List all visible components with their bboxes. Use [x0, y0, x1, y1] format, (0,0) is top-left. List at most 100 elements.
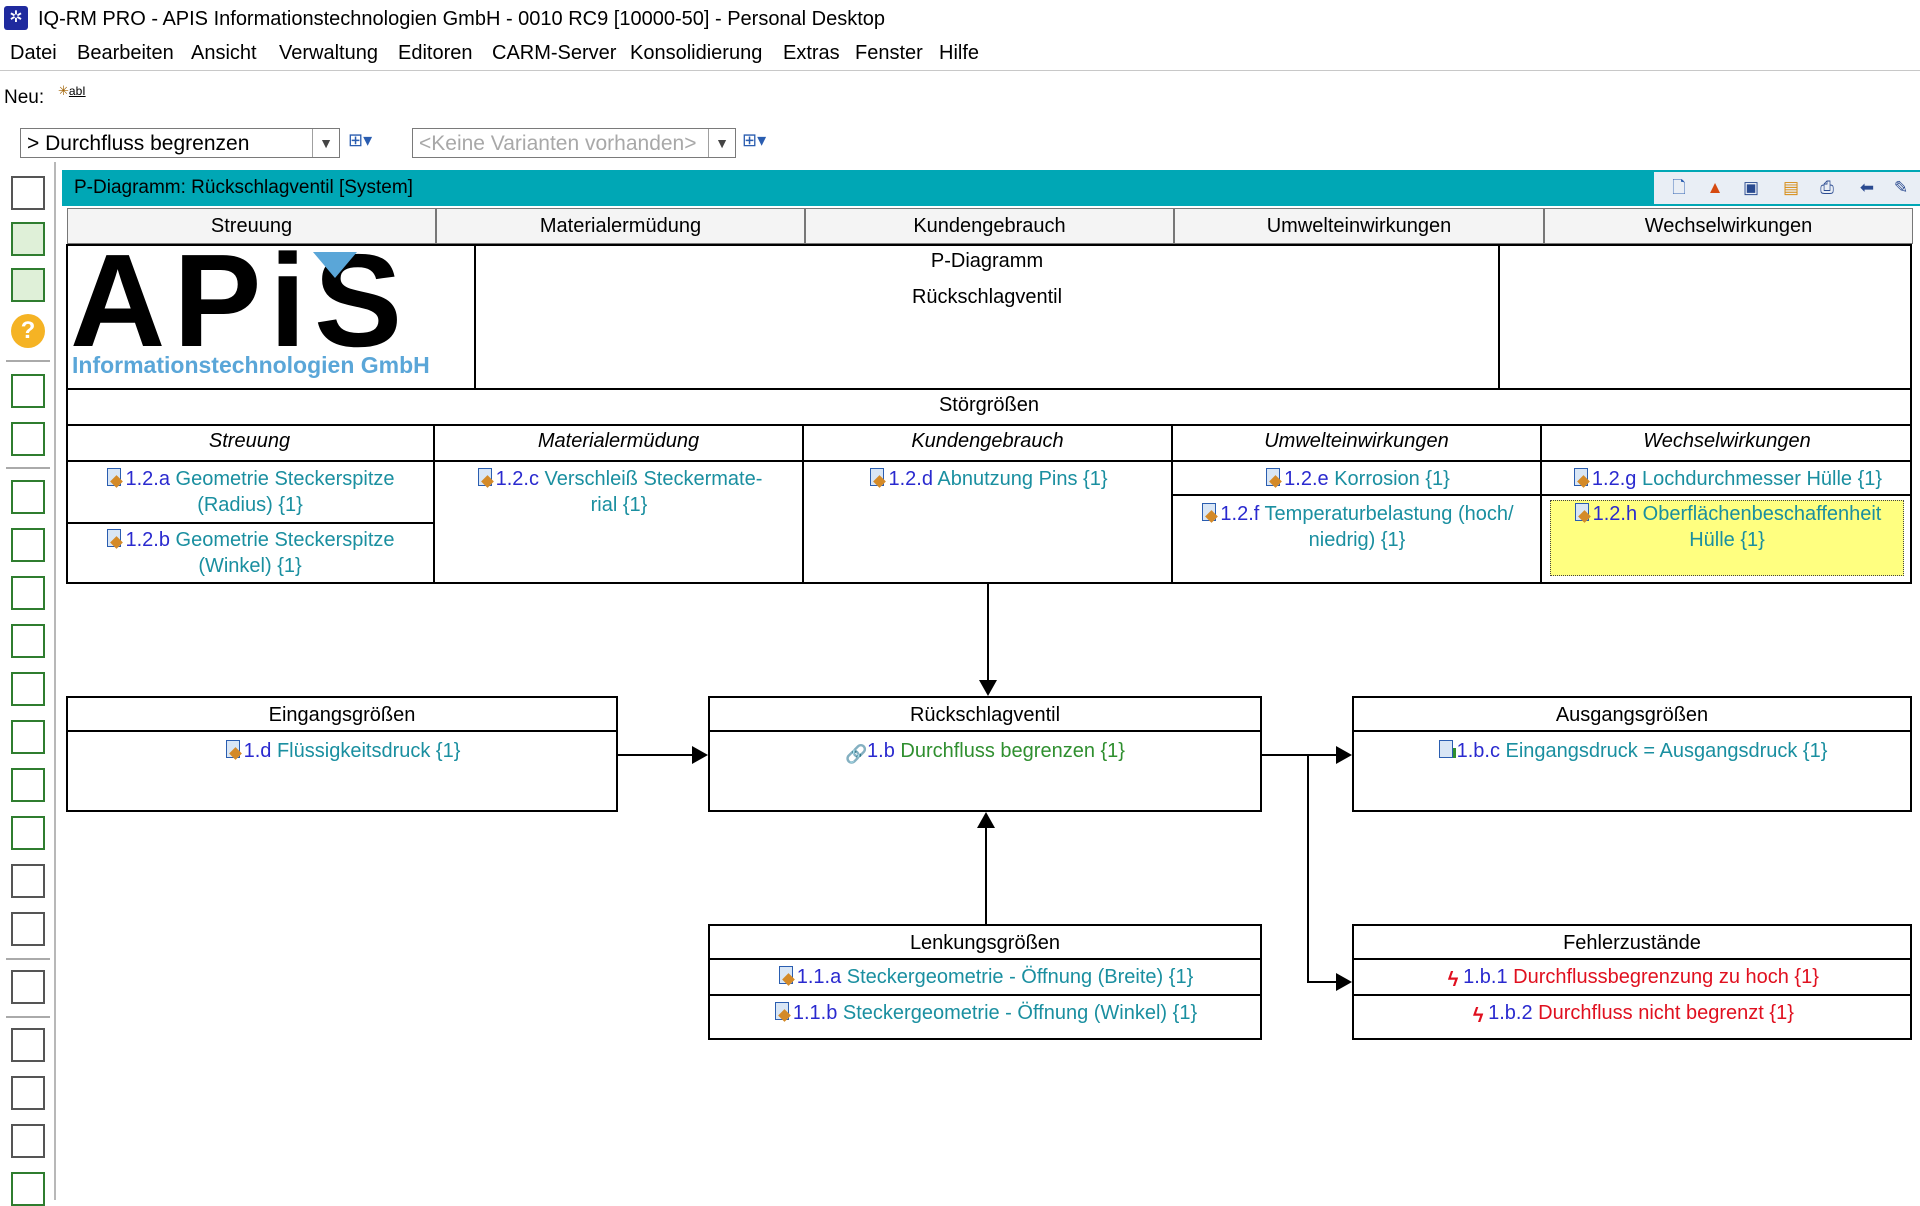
chevron-down-icon[interactable]: ▼	[312, 129, 339, 157]
export-icon[interactable]: ▤	[1782, 178, 1800, 197]
import-icon[interactable]	[11, 268, 45, 302]
function-select[interactable]: > Durchfluss begrenzen ▼	[20, 128, 340, 158]
lightning-icon: ϟ	[1447, 969, 1459, 991]
item-id: 1.2.c	[495, 468, 539, 490]
checklist-icon[interactable]	[11, 374, 45, 408]
item-text: Korrosion {1}	[1334, 468, 1450, 490]
divider	[1173, 494, 1540, 496]
list-item[interactable]: 1.2.e Korrosion {1}	[1175, 466, 1539, 492]
divider	[802, 424, 804, 584]
document-icon	[1264, 468, 1282, 488]
item-id: 1.b.2	[1488, 1002, 1533, 1024]
list-item[interactable]: 1.1.b Steckergeometrie - Öffnung (Winkel…	[710, 996, 1260, 1030]
item-id: 1.1.a	[796, 966, 842, 988]
menu-verwaltung[interactable]: Verwaltung	[279, 42, 378, 64]
menu-carm-server[interactable]: CARM-Server	[492, 42, 617, 64]
function-net-icon[interactable]	[11, 624, 45, 658]
header-wechselwirkungen[interactable]: Wechselwirkungen	[1544, 208, 1913, 244]
toolbar-divider	[6, 467, 50, 469]
cause-tree-icon[interactable]	[11, 768, 45, 802]
overview-grid-icon[interactable]	[11, 176, 45, 210]
header-streuung[interactable]: Streuung	[67, 208, 436, 244]
list-item[interactable]: 1.2.b Geometrie Steckerspitze (Winkel) {…	[68, 527, 432, 579]
item-text-cont: rial {1}	[590, 494, 648, 516]
list-item[interactable]: 1.2.d Abnutzung Pins {1}	[806, 466, 1170, 492]
item-id: 1.2.e	[1284, 468, 1329, 490]
table-icon[interactable]	[11, 864, 45, 898]
function-list-icon[interactable]	[11, 528, 45, 562]
stoer-col-wechselwirkungen: Wechselwirkungen	[1643, 430, 1811, 452]
print-icon[interactable]: ⎙	[1820, 178, 1834, 197]
diagram-title-line1: P-Diagramm	[930, 250, 1044, 272]
list-item[interactable]: 1.2.g Lochdurchmesser Hülle {1}	[1544, 466, 1910, 492]
list-item-selected[interactable]: 1.2.h Oberflächenbeschaffenheit Hülle {1…	[1550, 500, 1904, 576]
back-arrow-icon[interactable]: ⬅	[1859, 178, 1875, 197]
stoer-col-streuung: Streuung	[208, 430, 291, 452]
variant-select-placeholder: <Keine Varianten vorhanden>	[419, 132, 697, 155]
table-clock-icon[interactable]	[11, 1124, 45, 1158]
menu-datei[interactable]: Datei	[10, 42, 57, 64]
company-logo: APiS Informationstechnologien GmbH	[70, 235, 470, 386]
diagram-title-line2: Rückschlagventil	[911, 286, 1063, 308]
divider	[66, 424, 1912, 426]
eingangsgroessen-title: Eingangsgrößen	[68, 698, 616, 732]
item-id: 1.b.c	[1456, 740, 1500, 762]
function-tree-icon[interactable]	[11, 576, 45, 610]
schedule-icon[interactable]	[11, 422, 45, 456]
item-text: Temperaturbelastung (hoch/	[1264, 503, 1514, 525]
document-icon	[1572, 468, 1590, 488]
menu-fenster[interactable]: Fenster	[855, 42, 923, 64]
panel-title: P-Diagramm: Rückschlagventil [System]	[74, 177, 413, 198]
failure-tree-icon[interactable]	[11, 720, 45, 754]
structure-tree-icon[interactable]	[11, 480, 45, 514]
menu-extras[interactable]: Extras	[783, 42, 840, 64]
chart-icon[interactable]	[11, 1076, 45, 1110]
list-item[interactable]: 1.2.f Temperaturbelastung (hoch/ niedrig…	[1175, 501, 1539, 553]
system-block: Rückschlagventil 🔗1.b Durchfluss begrenz…	[708, 696, 1262, 812]
divider	[66, 460, 1912, 462]
new-text-icon[interactable]: ✳abI	[58, 83, 86, 98]
more-icon[interactable]	[11, 1172, 45, 1206]
save-icon[interactable]: ▣	[1742, 178, 1760, 197]
help-icon[interactable]: ?	[11, 314, 45, 348]
chevron-down-icon[interactable]: ▼	[708, 129, 735, 157]
open-icon[interactable]: ▲	[1706, 178, 1724, 197]
item-id: 1.2.b	[125, 529, 170, 551]
header-kundengebrauch[interactable]: Kundengebrauch	[805, 208, 1174, 244]
structure-view-icon[interactable]	[11, 222, 45, 256]
list-item[interactable]: 1.d Flüssigkeitsdruck {1}	[68, 738, 616, 764]
failure-net-icon[interactable]	[11, 672, 45, 706]
divider	[1171, 424, 1173, 584]
item-id: 1.2.f	[1220, 503, 1260, 525]
menu-bearbeiten[interactable]: Bearbeiten	[77, 42, 174, 64]
arrow-right-icon	[1336, 746, 1352, 764]
table-list-icon[interactable]	[11, 1028, 45, 1062]
divider	[1540, 424, 1542, 584]
menu-ansicht[interactable]: Ansicht	[191, 42, 257, 64]
list-item[interactable]: 1.1.a Steckergeometrie - Öffnung (Breite…	[710, 960, 1260, 996]
table-edit-icon[interactable]	[11, 970, 45, 1004]
item-text: Geometrie Steckerspitze	[175, 529, 395, 551]
tree-menu-icon[interactable]: ⊞▾	[348, 130, 373, 150]
variant-tree-menu-icon[interactable]: ⊞▾	[742, 130, 767, 150]
new-document-icon[interactable]: 🗋	[1672, 178, 1686, 197]
list-item[interactable]: 1.b.c Eingangsdruck = Ausgangsdruck {1}	[1354, 738, 1910, 764]
menu-editoren[interactable]: Editoren	[398, 42, 473, 64]
pin-icon[interactable]: ✎	[1893, 178, 1909, 197]
header-materialermuedung[interactable]: Materialermüdung	[436, 208, 805, 244]
table-colored-icon[interactable]	[11, 912, 45, 946]
effect-tree-icon[interactable]	[11, 816, 45, 850]
list-item[interactable]: 🔗1.b Durchfluss begrenzen {1}	[710, 738, 1260, 764]
menu-hilfe[interactable]: Hilfe	[939, 42, 980, 64]
menu-konsolidierung[interactable]: Konsolidierung	[630, 42, 763, 64]
item-text: Steckergeometrie - Öffnung (Winkel) {1}	[842, 1002, 1198, 1024]
variant-select[interactable]: <Keine Varianten vorhanden> ▼	[412, 128, 736, 158]
function-select-value: > Durchfluss begrenzen	[27, 132, 250, 155]
ausgangsgroessen-block: Ausgangsgrößen 1.b.c Eingangsdruck = Aus…	[1352, 696, 1912, 812]
list-item[interactable]: 1.2.a Geometrie Steckerspitze (Radius) {…	[68, 466, 432, 518]
menu-bar: Datei Bearbeiten Ansicht Verwaltung Edit…	[0, 38, 1920, 70]
list-item[interactable]: 1.2.c Verschleiß Steckermate- rial {1}	[437, 466, 801, 518]
header-umwelteinwirkungen[interactable]: Umwelteinwirkungen	[1174, 208, 1544, 244]
